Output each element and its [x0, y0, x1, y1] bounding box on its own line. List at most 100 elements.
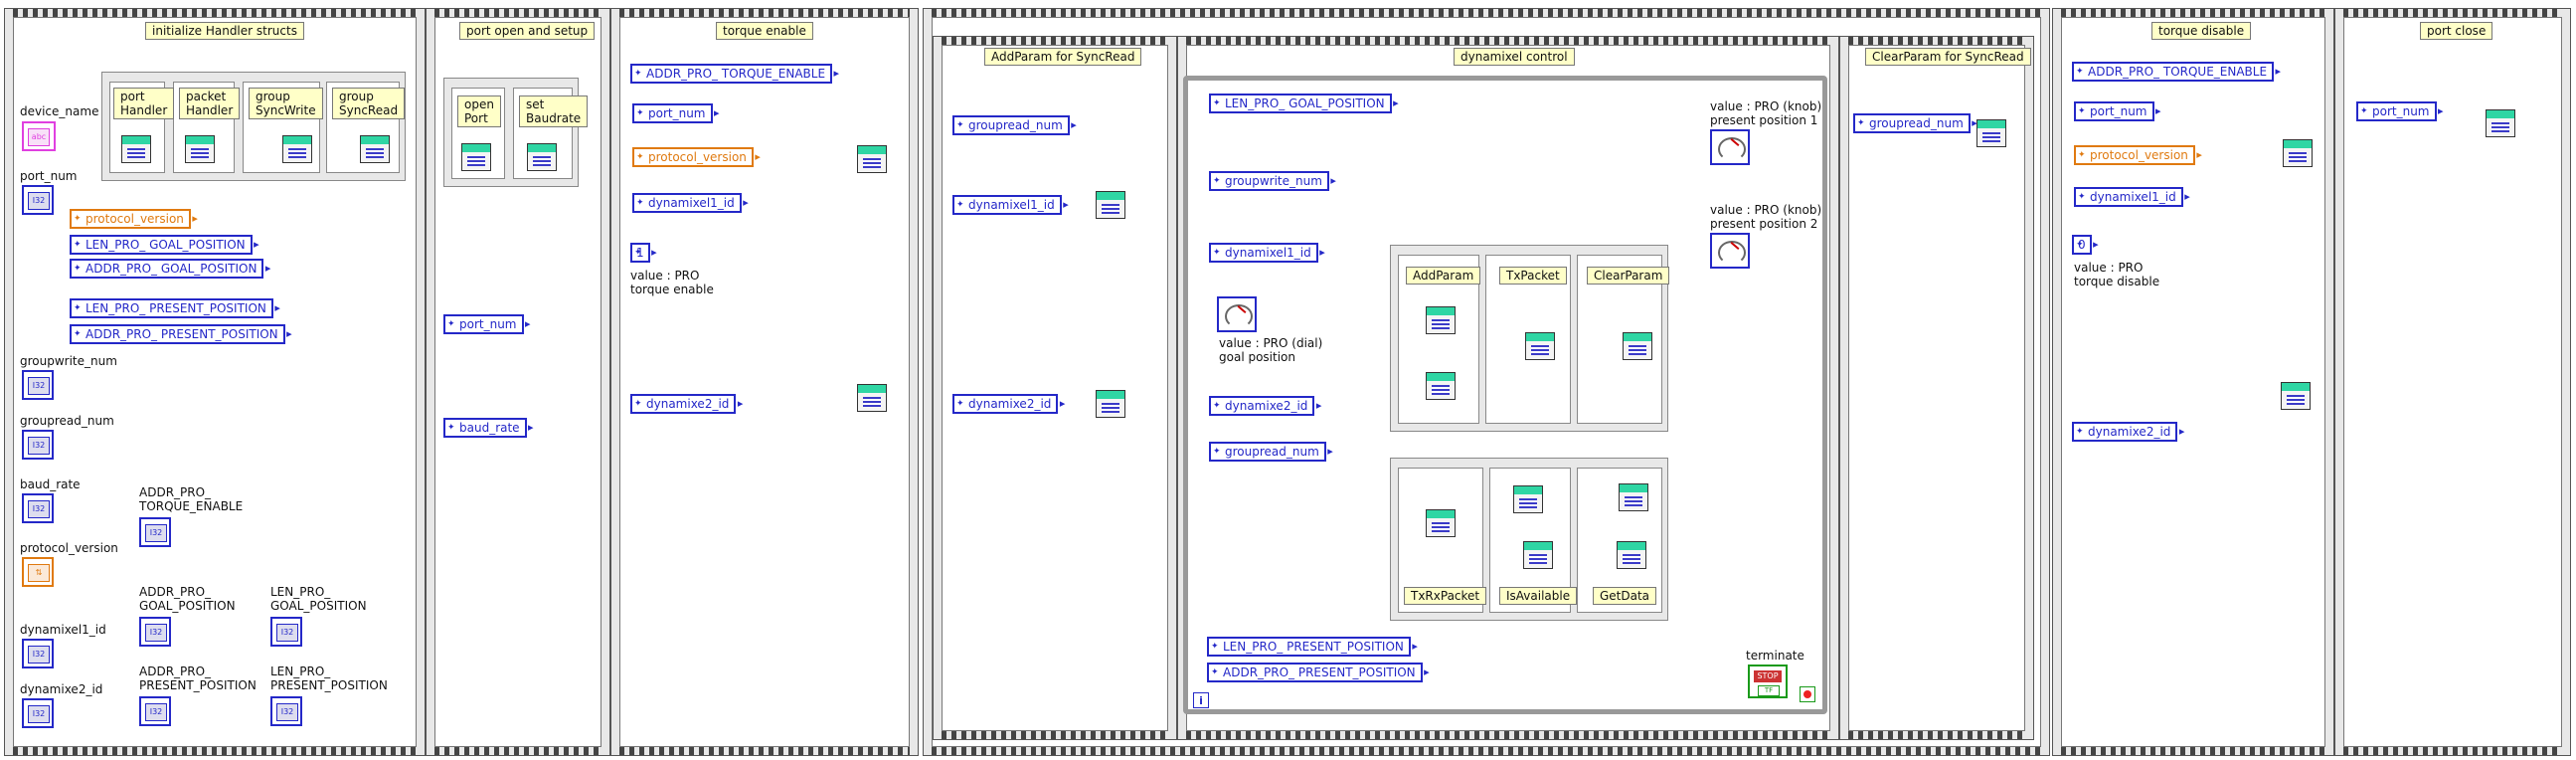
port-setup-baud-rate[interactable]: baud_rate	[443, 418, 533, 438]
dc-addparam-vi-1[interactable]	[1426, 306, 1456, 334]
addr-present-control[interactable]: I32	[139, 696, 171, 726]
len-present-control[interactable]: I32	[270, 696, 302, 726]
open-port-label: open Port	[457, 95, 501, 127]
te-write-vi-2[interactable]	[857, 384, 887, 412]
addr-torque-control[interactable]: I32	[139, 517, 171, 547]
group-syncwrite-vi[interactable]	[282, 135, 312, 163]
dc-isavailable-vi-1[interactable]	[1513, 485, 1543, 513]
pc-closeport-vi[interactable]	[2486, 109, 2515, 137]
const-len-goal-position[interactable]: LEN_PRO_ GOAL_POSITION	[70, 235, 258, 255]
td-dynamixel2-id[interactable]: dynamixe2_id	[2072, 422, 2185, 442]
td-protocol-version[interactable]: protocol_version	[2074, 145, 2202, 165]
dynamixel2-id-control[interactable]: I32	[22, 698, 54, 728]
baud-rate-control[interactable]: I32	[22, 493, 54, 523]
cp-clearparam-vi[interactable]	[1976, 119, 2006, 147]
goal-position-dial[interactable]	[1217, 296, 1257, 332]
const-protocol-version[interactable]: protocol_version	[70, 209, 198, 229]
td-addr-torque-enable[interactable]: ADDR_PRO_ TORQUE_ENABLE	[2072, 62, 2281, 82]
td-dynamixel1-id[interactable]: dynamixel1_id	[2074, 187, 2189, 207]
td-port-num[interactable]: port_num	[2074, 101, 2160, 121]
dc-dial-label: value : PRO (dial) goal position	[1219, 336, 1323, 364]
group-syncread-label: group SyncRead	[332, 88, 406, 119]
const-addr-goal-position[interactable]: ADDR_PRO_ GOAL_POSITION	[70, 259, 271, 279]
dc-len-present-position[interactable]: LEN_PRO_ PRESENT_POSITION	[1207, 637, 1418, 657]
dynamixel1-id-label: dynamixel1_id	[20, 623, 106, 637]
dynamixel2-id-label: dynamixe2_id	[20, 682, 103, 696]
dc-dynamixel1-id[interactable]: dynamixel1_id	[1209, 243, 1324, 263]
dc-len-goal-position[interactable]: LEN_PRO_ GOAL_POSITION	[1209, 94, 1398, 113]
te-dynamixel1-id[interactable]: dynamixel1_id	[632, 193, 748, 213]
getdata-label: GetData	[1593, 587, 1657, 605]
port-handler-vi[interactable]	[121, 135, 151, 163]
ap-dynamixel2-id[interactable]: dynamixe2_id	[952, 394, 1066, 414]
len-goal-control[interactable]: I32	[270, 617, 302, 647]
groupread-num-label: groupread_num	[20, 414, 114, 428]
group-syncread-vi[interactable]	[360, 135, 390, 163]
device-name-label: device_name	[20, 104, 99, 118]
while-loop	[1183, 76, 1827, 714]
dc-dynamixel2-id[interactable]: dynamixe2_id	[1209, 396, 1322, 416]
txrxpacket-label: TxRxPacket	[1404, 587, 1487, 605]
len-goal-label: LEN_PRO_ GOAL_POSITION	[270, 585, 367, 613]
isavailable-label: IsAvailable	[1499, 587, 1578, 605]
pc-port-num[interactable]: port_num	[2356, 101, 2443, 121]
dc-isavailable-vi-2[interactable]	[1523, 541, 1553, 569]
len-present-label: LEN_PRO_ PRESENT_POSITION	[270, 665, 388, 692]
dc-getdata-vi-2[interactable]	[1617, 541, 1646, 569]
dc-txpacket-vi[interactable]	[1525, 332, 1555, 360]
te-write-vi-1[interactable]	[857, 145, 887, 173]
frame-title-addparam: AddParam for SyncRead	[984, 48, 1142, 66]
td-value-const[interactable]: 0	[2072, 235, 2098, 255]
cp-groupread-num[interactable]: groupread_num	[1853, 113, 1977, 133]
loop-iteration-terminal: i	[1193, 692, 1209, 708]
const-addr-present-position[interactable]: ADDR_PRO_ PRESENT_POSITION	[70, 324, 291, 344]
port-setup-port-num[interactable]: port_num	[443, 314, 530, 334]
dc-groupread-num[interactable]: groupread_num	[1209, 442, 1333, 462]
port-num-indicator[interactable]: I32	[22, 185, 54, 215]
clearparam-label: ClearParam	[1587, 267, 1670, 285]
te-value-const[interactable]: 1	[630, 243, 656, 263]
group-syncwrite-label: group SyncWrite	[249, 88, 323, 119]
ap-addparam-vi-1[interactable]	[1096, 191, 1125, 219]
set-baudrate-vi[interactable]	[527, 143, 557, 171]
dc-addparam-vi-2[interactable]	[1426, 372, 1456, 400]
dynamixel1-id-control[interactable]: I32	[22, 639, 54, 668]
frame-title-port-setup: port open and setup	[459, 22, 596, 40]
td-write-vi-2[interactable]	[2281, 382, 2311, 410]
dc-clearparam-vi[interactable]	[1623, 332, 1652, 360]
td-write-vi-1[interactable]	[2283, 139, 2313, 167]
dc-groupwrite-num[interactable]: groupwrite_num	[1209, 171, 1336, 191]
groupread-num-indicator[interactable]: I32	[22, 430, 54, 460]
addparam-label: AddParam	[1406, 267, 1481, 285]
frame-addparam-syncread	[933, 36, 1177, 740]
dc-txrxpacket-vi[interactable]	[1426, 509, 1456, 537]
te-protocol-version[interactable]: protocol_version	[632, 147, 761, 167]
dc-addr-present-position[interactable]: ADDR_PRO_ PRESENT_POSITION	[1207, 663, 1429, 682]
device-name-control[interactable]: abc	[22, 121, 56, 151]
present-position-knob-2[interactable]	[1710, 233, 1750, 269]
te-addr-torque-enable[interactable]: ADDR_PRO_ TORQUE_ENABLE	[630, 64, 839, 84]
dc-getdata-vi-1[interactable]	[1619, 483, 1648, 511]
groupwrite-num-indicator[interactable]: I32	[22, 370, 54, 400]
te-dynamixel2-id[interactable]: dynamixe2_id	[630, 394, 744, 414]
ap-dynamixel1-id[interactable]: dynamixel1_id	[952, 195, 1068, 215]
txpacket-label: TxPacket	[1499, 267, 1567, 285]
addr-goal-control[interactable]: I32	[139, 617, 171, 647]
dc-knob1-label: value : PRO (knob) present position 1	[1710, 99, 1822, 127]
protocol-version-label: protocol_version	[20, 541, 118, 555]
loop-stop-terminal-icon	[1800, 686, 1815, 702]
frame-title-clearparam: ClearParam for SyncRead	[1865, 48, 2031, 66]
ap-addparam-vi-2[interactable]	[1096, 390, 1125, 418]
present-position-knob-1[interactable]	[1710, 129, 1750, 165]
te-port-num[interactable]: port_num	[632, 103, 719, 123]
ap-groupread-num[interactable]: groupread_num	[952, 115, 1077, 135]
const-len-present-position[interactable]: LEN_PRO_ PRESENT_POSITION	[70, 298, 280, 318]
frame-clearparam-syncread	[1839, 36, 2034, 740]
packet-handler-vi[interactable]	[185, 135, 215, 163]
frame-port-close	[2334, 8, 2571, 756]
protocol-version-control[interactable]: ⇅	[22, 557, 54, 587]
td-value-label: value : PRO torque disable	[2074, 261, 2160, 288]
open-port-vi[interactable]	[461, 143, 491, 171]
terminate-label: terminate	[1746, 649, 1804, 663]
